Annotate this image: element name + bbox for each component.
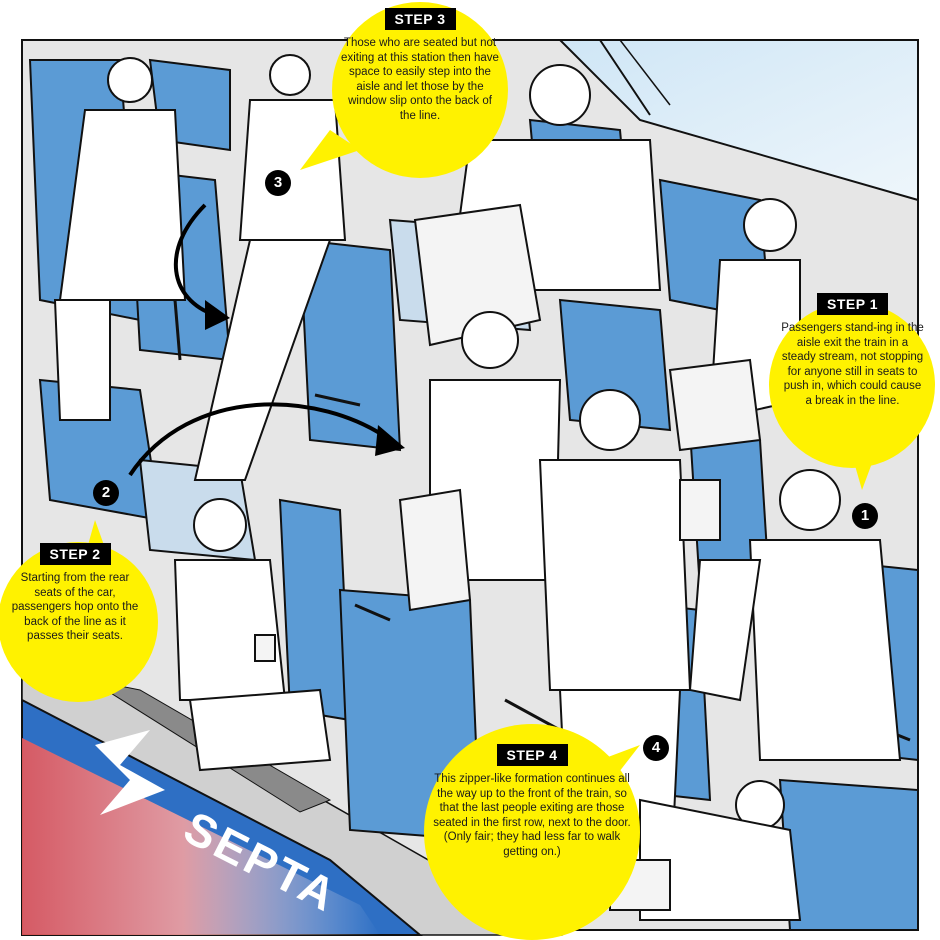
bubble-step-2 — [0, 542, 158, 702]
step-3-label: STEP 3 — [384, 8, 456, 30]
arrow-step-2 — [128, 402, 392, 477]
step-4-text: This zipper-like formation continues all… — [433, 773, 631, 858]
step-4-label: STEP 4 — [496, 744, 568, 766]
callout-step-4: STEP 4 This zipper-like formation contin… — [432, 744, 632, 859]
step-3-text: Those who are seated but not exiting at … — [341, 37, 499, 122]
step-2-number-badge: 2 — [93, 480, 119, 506]
step-2-text: Starting from the rear seats of the car,… — [11, 572, 139, 642]
step-4-number-badge: 4 — [643, 735, 669, 761]
bubble-step-1 — [769, 302, 935, 468]
septa-s-logo-icon — [95, 730, 165, 815]
callout-step-1: STEP 1 Passengers stand-ing in the aisle… — [780, 293, 925, 408]
arrow-step-3 — [173, 203, 216, 317]
bubble-step-4 — [424, 724, 640, 940]
flow-arrows — [128, 203, 405, 477]
step-1-text: Passengers stand-ing in the aisle exit t… — [781, 322, 924, 407]
step-3-number-badge: 3 — [265, 170, 291, 196]
passengers — [53, 54, 902, 921]
window — [557, 39, 919, 202]
bubble-step-3 — [332, 2, 508, 178]
step-1-number-badge: 1 — [852, 503, 878, 529]
callout-step-2: STEP 2 Starting from the rear seats of t… — [10, 543, 140, 644]
step-2-label: STEP 2 — [39, 543, 111, 565]
step-1-label: STEP 1 — [817, 293, 888, 315]
callout-step-3: STEP 3 Those who are seated but not exit… — [340, 8, 500, 123]
